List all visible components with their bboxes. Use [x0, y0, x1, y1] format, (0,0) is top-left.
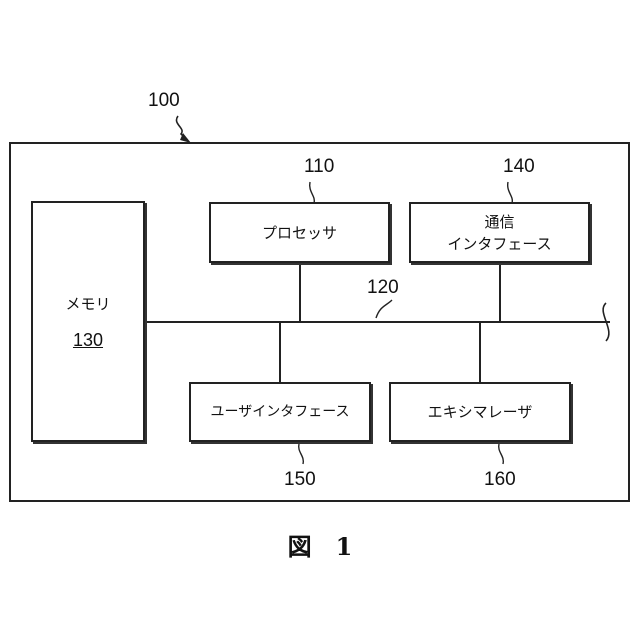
laser-leader [499, 444, 504, 464]
user-interface-label: ユーザインタフェース [210, 401, 349, 423]
comm-interface-label-line2: インタフェース [447, 233, 551, 255]
comm-leader [508, 182, 513, 203]
memory-ref: 130 [73, 329, 103, 351]
processor-ref: 110 [304, 156, 334, 178]
system-ref: 100 [148, 90, 180, 112]
excimer-laser-label: エキシマレーザ [428, 401, 533, 423]
excimer-laser-block: エキシマレーザ [389, 382, 571, 442]
bus-ref: 120 [367, 277, 399, 299]
memory-label: メモリ [65, 293, 110, 315]
memory-block: メモリ 130 [31, 201, 145, 442]
comm-interface-ref: 140 [503, 156, 535, 178]
processor-label: プロセッサ [262, 222, 337, 244]
processor-leader [310, 182, 315, 203]
user-interface-ref: 150 [284, 469, 316, 491]
comm-interface-block: 通信 インタフェース [409, 202, 590, 263]
comm-interface-label-line1: 通信 [484, 211, 514, 233]
figure-caption: 図 1 [0, 527, 640, 562]
ui-leader [299, 444, 304, 464]
user-interface-block: ユーザインタフェース [189, 382, 371, 442]
bus-leader [376, 300, 392, 318]
processor-block: プロセッサ [209, 202, 390, 263]
excimer-laser-ref: 160 [484, 469, 516, 491]
